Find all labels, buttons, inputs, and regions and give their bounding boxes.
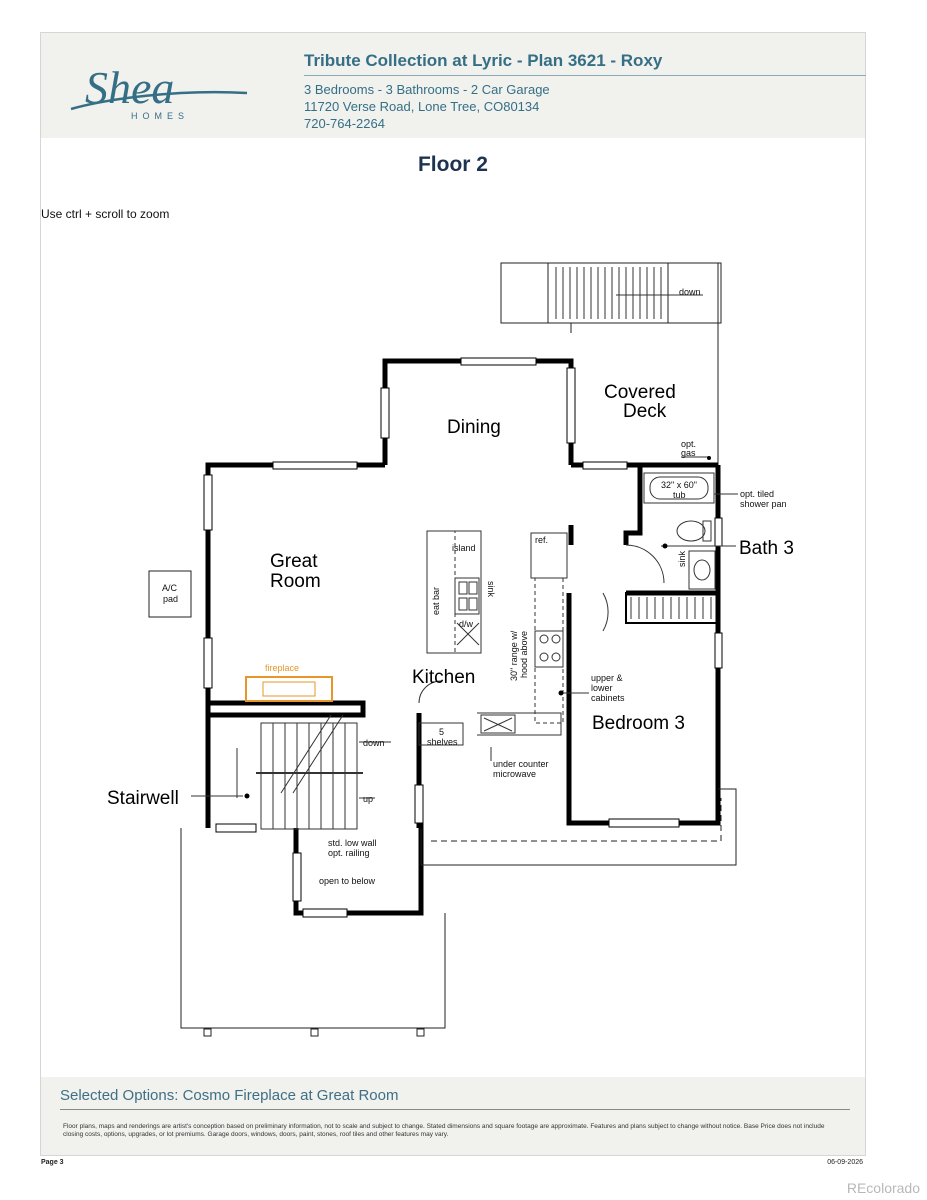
header-band: Shea HOMES Tribute Collection at Lyric -… [41,33,866,138]
shelves-label-2: shelves [427,737,458,747]
logo-word: Shea [85,62,174,113]
deck-stair-treads [555,267,703,319]
plan-header: Tribute Collection at Lyric - Plan 3621 … [304,51,866,132]
ref-label: ref. [535,535,548,545]
footer-band: Selected Options: Cosmo Fireplace at Gre… [41,1077,865,1155]
header-rule [304,75,866,76]
stair-up-label: up [363,794,373,804]
stairwell-treads [236,714,363,830]
ac-pad-label-1: A/C [162,583,178,593]
plan-annotations: down opt. gas 32" x 60" tub opt. tiled s… [162,287,787,886]
floor-plan[interactable]: Dining Covered Deck Great Room Kitchen B… [41,33,865,1073]
room-kitchen: Kitchen [412,667,475,688]
room-bath-3: Bath 3 [739,538,794,559]
tub-label-1: 32" x 60" [661,480,697,490]
recolorado-watermark: REcolorado [846,1180,920,1196]
range-label-2: hood above [519,631,529,678]
plan-title: Tribute Collection at Lyric - Plan 3621 … [304,51,663,70]
eat-bar-label: eat bar [431,587,441,615]
opt-gas-label-2: gas [681,448,696,458]
shelves-label-1: 5 [439,727,444,737]
plan-specs: 3 Bedrooms - 3 Bathrooms - 2 Car Garage [304,82,550,97]
low-wall-label-2: opt. railing [328,848,370,858]
footer-rule [60,1109,850,1110]
room-covered-deck-2: Deck [623,401,667,422]
label-leader-lines [191,456,738,799]
shower-pan-label-1: opt. tiled [740,489,774,499]
opt-gas-label-1: opt. [681,439,696,449]
island-label: island [452,543,476,553]
room-labels: Dining Covered Deck Great Room Kitchen B… [107,382,794,809]
lower-outlines [148,570,737,1037]
room-covered-deck-1: Covered [604,382,676,403]
low-wall-label-1: std. low wall [328,838,377,848]
page-date: 06-09-2026 [827,1159,863,1166]
kitchen-fixtures [418,530,568,746]
shower-pan-label-2: shower pan [740,499,787,509]
room-great-room-2: Room [270,571,321,592]
shea-homes-logo: Shea HOMES [70,62,248,121]
exterior-walls [205,358,721,916]
cabinets-label-2: lower [591,683,613,693]
deck-stair-structure [500,262,722,465]
microwave-label-2: microwave [493,769,536,779]
room-great-room-1: Great [270,551,318,572]
selected-options: Selected Options: Cosmo Fireplace at Gre… [60,1087,399,1104]
range-label-1: 30" range w/ [509,630,519,681]
bath-sink-label: sink [677,550,687,567]
room-bedroom-3: Bedroom 3 [592,713,685,734]
island-sink-label: sink [486,581,496,598]
plan-phone[interactable]: 720-764-2264 [304,116,385,131]
deck-down-label: down [679,287,701,297]
windows [203,357,723,918]
plan-address: 11720 Verse Road, Lone Tree, CO80134 [304,99,540,114]
open-below-label: open to below [319,876,376,886]
logo-swoosh [70,90,248,111]
microwave-label-1: under counter [493,759,549,769]
tub-label-2: tub [673,490,686,500]
fixture-dots [244,456,711,799]
logo-sub: HOMES [131,111,189,121]
dishwasher-label: d/w [459,619,474,629]
stair-down-label: down [363,738,385,748]
fireplace-label: fireplace [265,663,299,673]
floor-title: Floor 2 [417,153,488,176]
page-number: Page 3 [41,1159,64,1166]
plan-sheet: Shea HOMES Tribute Collection at Lyric -… [40,32,866,1166]
cabinets-label-1: upper & [591,673,623,683]
room-dining: Dining [447,417,501,438]
room-stairwell: Stairwell [107,788,179,809]
disclaimer: Floor plans, maps and renderings are art… [63,1123,825,1138]
zoom-hint: Use ctrl + scroll to zoom [41,207,170,221]
fireplace-unit [245,676,333,702]
bath-fixtures [418,472,719,704]
ac-pad-label-2: pad [163,594,178,604]
cabinets-label-3: cabinets [591,693,625,703]
